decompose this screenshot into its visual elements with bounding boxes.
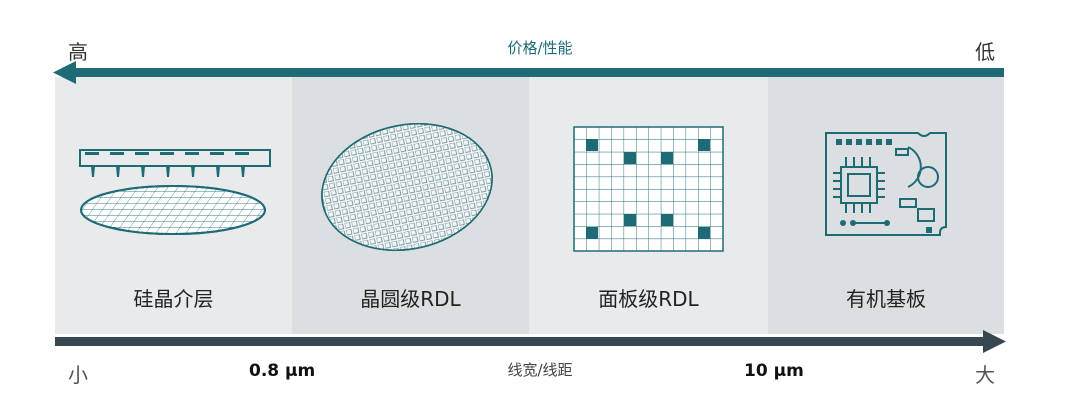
wafer-rdl-icon <box>312 117 502 257</box>
panel-rdl-icon <box>573 126 724 252</box>
panel-silicon-interposer: 硅晶介层 <box>55 77 292 334</box>
top-right-label: 低 <box>975 40 995 64</box>
price-performance-arrow <box>53 61 1004 84</box>
silicon-interposer-icon <box>79 149 271 235</box>
panel-label: 硅晶介层 <box>133 287 214 311</box>
panel-panel-rdl: 面板级RDL <box>529 77 768 334</box>
panel-label: 晶圆级RDL <box>360 287 461 311</box>
bottom-axis-title: 线宽/线距 <box>507 361 573 379</box>
organic-substrate-icon <box>825 132 947 236</box>
panel-organic-substrate: 有机基板 <box>768 77 1004 334</box>
line-width-spacing-arrow <box>55 330 1006 353</box>
marker-10-um: 10 μm <box>744 361 804 381</box>
panel-label: 面板级RDL <box>598 287 699 311</box>
bottom-right-label: 大 <box>975 363 995 387</box>
marker-0-8-um: 0.8 μm <box>249 361 316 381</box>
panel-wafer-rdl: 晶圆级RDL <box>292 77 529 334</box>
top-axis-title: 价格/性能 <box>507 39 573 57</box>
bottom-left-label: 小 <box>68 363 88 387</box>
panel-label: 有机基板 <box>846 287 926 311</box>
top-left-label: 高 <box>68 40 88 64</box>
